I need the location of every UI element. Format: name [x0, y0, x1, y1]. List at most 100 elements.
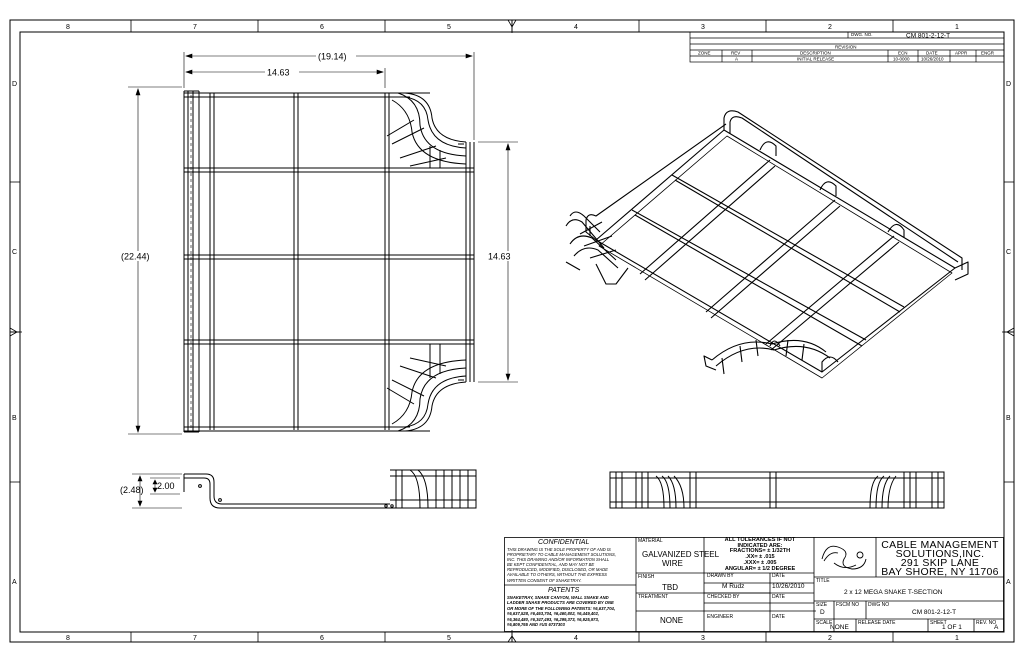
dim-left-overall: (22.44): [121, 252, 150, 262]
dim-side-height: 2.00: [157, 481, 175, 491]
fscm-label: FSCM NO: [836, 602, 860, 608]
zone-col-label: 1: [955, 24, 959, 31]
rev-header: ZONE: [698, 51, 711, 56]
zone-col-label: 5: [447, 24, 451, 31]
patents-line: LADDER SNAKE PRODUCTS ARE COVERED BY ONE: [507, 600, 614, 606]
scale-value: NONE: [830, 624, 849, 631]
zone-row-label: A: [12, 579, 17, 586]
patents-line: SNAKETRAY, SNAKE CANYON, WALL SNAKE AND: [507, 595, 609, 600]
patents-line: #6,809,765 AND #US 6737303: [507, 622, 565, 628]
zone-col-label: 8: [66, 24, 70, 31]
zone-col-label: 1: [955, 635, 959, 642]
material-label: MATERIAL: [638, 538, 663, 544]
drawn-date-label: DATE: [772, 573, 785, 579]
zone-col-label: 2: [828, 635, 832, 642]
zone-row-label: D: [12, 81, 17, 88]
rev-header: ECN: [898, 51, 908, 56]
rev-header: APPR: [955, 51, 968, 56]
rev-cell: A: [735, 57, 738, 62]
confidential-line: PROPRIETARY TO CABLE MANAGEMENT SOLUTION…: [507, 552, 616, 558]
treatment-value: NONE: [660, 616, 684, 625]
dwg-no-value: CM 801-2-12-T: [912, 609, 957, 616]
dim-side-overall: (2.48): [120, 485, 144, 495]
zone-col-label: 4: [574, 635, 578, 642]
confidential-line: WRITTEN CONSENT OF SNAKETRAY.: [507, 577, 582, 583]
size-label: SIZE: [816, 602, 828, 608]
patents-line: OR MORE OF THE FOLLOWING PATENTS: #6,637…: [507, 605, 616, 611]
patents-title: PATENTS: [548, 587, 580, 594]
zone-col-label: 3: [701, 635, 705, 642]
zone-col-label: 4: [574, 24, 578, 31]
rev-cell: 10-0000: [893, 57, 910, 62]
title-label: TITLE: [816, 578, 830, 584]
engineer-date-label: DATE: [772, 614, 785, 620]
confidential-line: REPRODUCED, MODIFIED, DISCLOSED, OR MADE: [507, 567, 608, 573]
tolerance-line: FRACTIONS= ± 1/32TH: [729, 548, 791, 555]
release-date-label: RELEASE DATE: [858, 620, 896, 626]
zone-col-label: 6: [320, 24, 324, 31]
company-line: SOLUTIONS,INC.: [895, 548, 985, 560]
dim-top-inner: 14.63: [267, 68, 290, 78]
dwg-no-label: DWG. NO.: [851, 32, 873, 37]
tolerances: ALL TOLERANCES IF NOT INDICATED ARE: FRA…: [706, 537, 814, 572]
finish-value: TBD: [662, 583, 678, 592]
treatment-label: TREATMENT: [638, 594, 669, 600]
zone-row-label: C: [1006, 249, 1011, 256]
zone-row-label: B: [1006, 415, 1011, 422]
patents-line: #6,364,480, #6,347,493, #6,299,373, #6,9…: [507, 616, 599, 622]
finish-label: FINISH: [638, 574, 655, 580]
dim-right-height: 14.63: [488, 252, 511, 262]
drawn-by-value: M Rudz: [722, 583, 745, 590]
confidential-line: THIS DRAWING IS THE SOLE PROPERTY OF AND…: [507, 547, 611, 552]
zone-col-label: 5: [447, 635, 451, 642]
revision-block: [689, 31, 1005, 63]
dwg-no-label-tb: DWG NO: [868, 602, 890, 608]
scale-label: SCALE: [816, 620, 833, 626]
drawn-date-value: 10/26/2010: [772, 583, 805, 590]
zone-col-label: 6: [320, 635, 324, 642]
rev-no-label: REV. NO: [976, 620, 997, 626]
company-line: 291 SKIP LANE: [900, 557, 980, 569]
company-name: CABLE MANAGEMENT SOLUTIONS,INC. 291 SKIP…: [876, 540, 1004, 578]
rev-no-value: A: [994, 624, 999, 631]
dwg-no-top: CM 801-2-12-T: [906, 33, 950, 40]
zone-col-label: 7: [193, 635, 197, 642]
title-block: CONFIDENTIAL THIS DRAWING IS THE SOLE PR…: [504, 537, 1004, 632]
tolerance-line: ALL TOLERANCES IF NOT: [724, 537, 796, 543]
title-block-grid: [504, 537, 1004, 632]
drawn-by-label: DRAWN BY: [707, 573, 734, 579]
sheet-label: SHEET: [930, 620, 947, 626]
zone-row-label: D: [1006, 81, 1011, 88]
zone-col-label: 2: [828, 24, 832, 31]
snake-logo-icon: [821, 545, 867, 570]
confidential-line: INC. THIS DRAWING AND/OR INFORMATION SHA…: [507, 557, 610, 563]
title-value: 2 x 12 MEGA SNAKE T-SECTION: [844, 589, 943, 596]
front-view: [609, 471, 945, 509]
rev-header: REV: [731, 51, 740, 56]
dim-top-overall: (19.14): [318, 52, 347, 62]
checked-by-label: CHECKED BY: [707, 594, 740, 600]
zone-row-label: A: [1006, 579, 1011, 586]
zone-col-label: 7: [193, 24, 197, 31]
zone-row-label: C: [12, 249, 17, 256]
patents-line: #6,637,528, #6,463,704, #6,460,802, #6,4…: [507, 611, 599, 617]
tolerance-line: INDICATED ARE:: [737, 542, 783, 549]
material-value: GALVANIZED STEEL: [642, 550, 720, 559]
rev-header: DATE: [926, 51, 938, 56]
confidential-text: THIS DRAWING IS THE SOLE PROPERTY OF AND…: [507, 547, 635, 583]
confidential-line: BE KEPT CONFIDENTIAL, AND MAY NOT BE: [507, 562, 595, 568]
rev-header: ENGR: [981, 51, 995, 56]
revision-title: REVISION: [835, 45, 857, 50]
tolerance-line: ANGULAR= ± 1/2 DEGREE: [724, 565, 796, 572]
sheet-value: 1 OF 1: [942, 624, 962, 631]
engineer-label: ENGINEER: [707, 614, 734, 620]
zone-col-label: 3: [701, 24, 705, 31]
checked-date-label: DATE: [772, 594, 785, 600]
company-line: BAY SHORE, NY 11706: [881, 566, 999, 578]
rev-header: DESCRIPTION: [800, 51, 831, 56]
zone-row-label: B: [12, 415, 17, 422]
zone-col-label: 8: [66, 635, 70, 642]
top-view: [183, 90, 475, 433]
rev-cell: INITIAL RELEASE: [797, 57, 834, 62]
